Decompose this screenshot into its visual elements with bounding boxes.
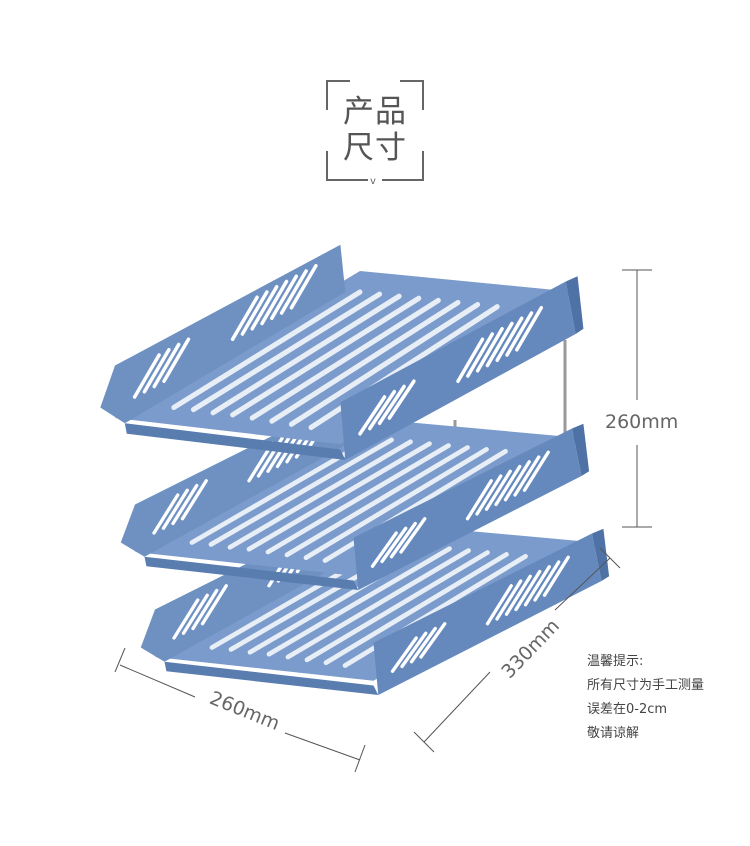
frame-corner [326,151,368,181]
height-label: 260mm [605,411,679,433]
tray-top [100,245,583,460]
frame-corner [382,151,424,181]
dimension-lines [114,269,652,773]
frame-corner [326,80,350,110]
down-marker-icon: v [370,176,376,187]
title-line-1: 产品 [343,94,407,130]
frame-corner [400,80,424,110]
note-line: 敬请谅解 [587,726,640,741]
note-line: 温馨提示: [587,654,644,669]
title-text: 产品 尺寸 [326,94,424,166]
measurement-note: 温馨提示: 所有尺寸为手工测量 误差在0-2cm 敬请谅解 [587,650,704,746]
note-line: 误差在0-2cm [587,702,668,717]
note-line: 所有尺寸为手工测量 [587,678,705,693]
section-title: 产品 尺寸 v [326,80,424,187]
title-line-2: 尺寸 [343,130,407,166]
